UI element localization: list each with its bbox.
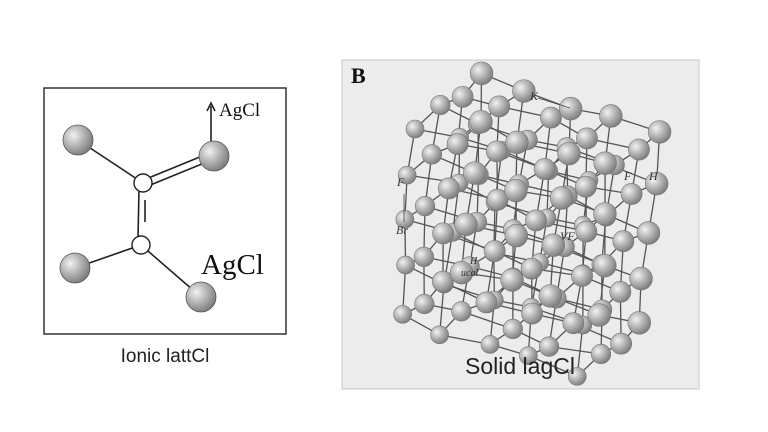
lattice-labels: K F Br F H VF H ucal: [396, 89, 659, 279]
lattice-atom: [590, 343, 612, 365]
lattice-atom: [571, 265, 593, 287]
lattice-atom: [486, 188, 509, 211]
lattice-atom: [644, 171, 669, 196]
lattice-atom: [549, 186, 574, 210]
lattice-atom: [525, 209, 547, 232]
atom: [198, 140, 230, 172]
lattice-atom: [521, 302, 543, 325]
small-atom: [133, 173, 153, 193]
lattice-atom: [430, 325, 449, 345]
lattice-atom: [574, 175, 597, 198]
lattice-atom: [533, 158, 556, 180]
lattice-atom: [451, 85, 474, 108]
lattice-atom: [636, 221, 661, 245]
lattice-atom: [393, 305, 412, 324]
lattice-atom: [593, 202, 617, 226]
lattice-atom: [413, 246, 434, 267]
lattice-atom: [396, 255, 415, 275]
lattice-atom: [587, 303, 611, 327]
lattice-atom: [421, 144, 442, 165]
lattice-atom: [575, 220, 598, 243]
lattice-atom: [462, 161, 487, 185]
lattice-atom: [512, 79, 536, 103]
lattice-atom: [610, 332, 633, 355]
label-ucal: ucal: [461, 268, 478, 279]
panel-a: AgCl AgCl Ionic lattCl: [43, 87, 287, 367]
arrow-head-icon: [206, 101, 216, 112]
lattice-atom: [405, 119, 425, 139]
label-h-center: H: [469, 256, 478, 267]
panel-b: B K F Br F H VF H ucal Solid lagCl: [341, 59, 700, 390]
lattice-atom: [395, 210, 415, 229]
lattice-atom: [562, 312, 585, 335]
lattice-atom: [612, 230, 635, 253]
lattice-atom: [620, 183, 643, 205]
lattice-atom: [538, 336, 560, 357]
lattice-atom: [576, 127, 598, 150]
lattice-atom: [430, 94, 451, 116]
lattice-atom: [593, 151, 617, 175]
lattice-atom: [469, 61, 494, 86]
lattice-atom: [502, 318, 523, 340]
atom: [62, 124, 94, 156]
label-br: Br: [396, 223, 408, 237]
lattice-atom: [520, 257, 543, 280]
lattice-atom: [485, 140, 508, 163]
lattice-atom: [446, 133, 469, 155]
lattice-atom: [488, 95, 511, 118]
lattice-atom: [599, 104, 623, 128]
lattice-atom: [500, 268, 524, 292]
lattice-atom: [519, 346, 538, 365]
lattice-atom: [540, 106, 562, 129]
lattice-atom: [414, 196, 436, 217]
lattice-atom: [629, 266, 653, 291]
lattice-atom: [504, 178, 528, 203]
side-label: AgCl: [201, 249, 264, 281]
label-k: K: [529, 89, 539, 103]
double-bond: [137, 189, 140, 239]
lattice-atom: [437, 177, 460, 200]
lattice-atom: [628, 138, 650, 161]
panel-a-caption: Ionic lattCl: [121, 346, 210, 367]
label-f-right: F: [623, 169, 632, 183]
lattice-atom: [627, 311, 651, 335]
lattice-atom: [567, 367, 587, 386]
label-f-left: F: [396, 175, 405, 189]
lattice-atom: [593, 253, 617, 278]
lattice-atom: [557, 141, 581, 166]
lattice-atom: [541, 233, 566, 257]
lattice-atom: [609, 280, 632, 303]
lattice-atom: [647, 120, 672, 144]
lattice-atom: [397, 165, 417, 185]
lattice-atom: [505, 130, 529, 155]
panel-b-caption: Solid lagCl: [465, 353, 575, 379]
label-vf: VF: [560, 229, 575, 243]
leader-line: [537, 97, 571, 109]
lattice-atom: [414, 293, 435, 315]
lattice-atom: [454, 212, 478, 237]
small-atom: [131, 235, 151, 255]
panel-letter: B: [351, 63, 366, 88]
atom: [185, 281, 217, 313]
lattice-atom: [449, 260, 474, 285]
lattice-atom: [558, 96, 583, 121]
lattice-atom: [432, 222, 455, 245]
lattice-atom: [480, 335, 500, 354]
lattice-atom: [451, 301, 472, 322]
lattice-atom: [475, 291, 498, 314]
lattice-atom: [483, 240, 506, 262]
atom: [59, 252, 91, 284]
label-h-right: H: [648, 169, 659, 183]
lattice-atom: [432, 270, 454, 293]
lattice-atom: [469, 109, 493, 134]
lattice-atom: [504, 223, 529, 248]
top-label: AgCl: [219, 100, 260, 121]
lattice-atom: [538, 284, 563, 308]
crystal-lattice: [393, 61, 672, 386]
